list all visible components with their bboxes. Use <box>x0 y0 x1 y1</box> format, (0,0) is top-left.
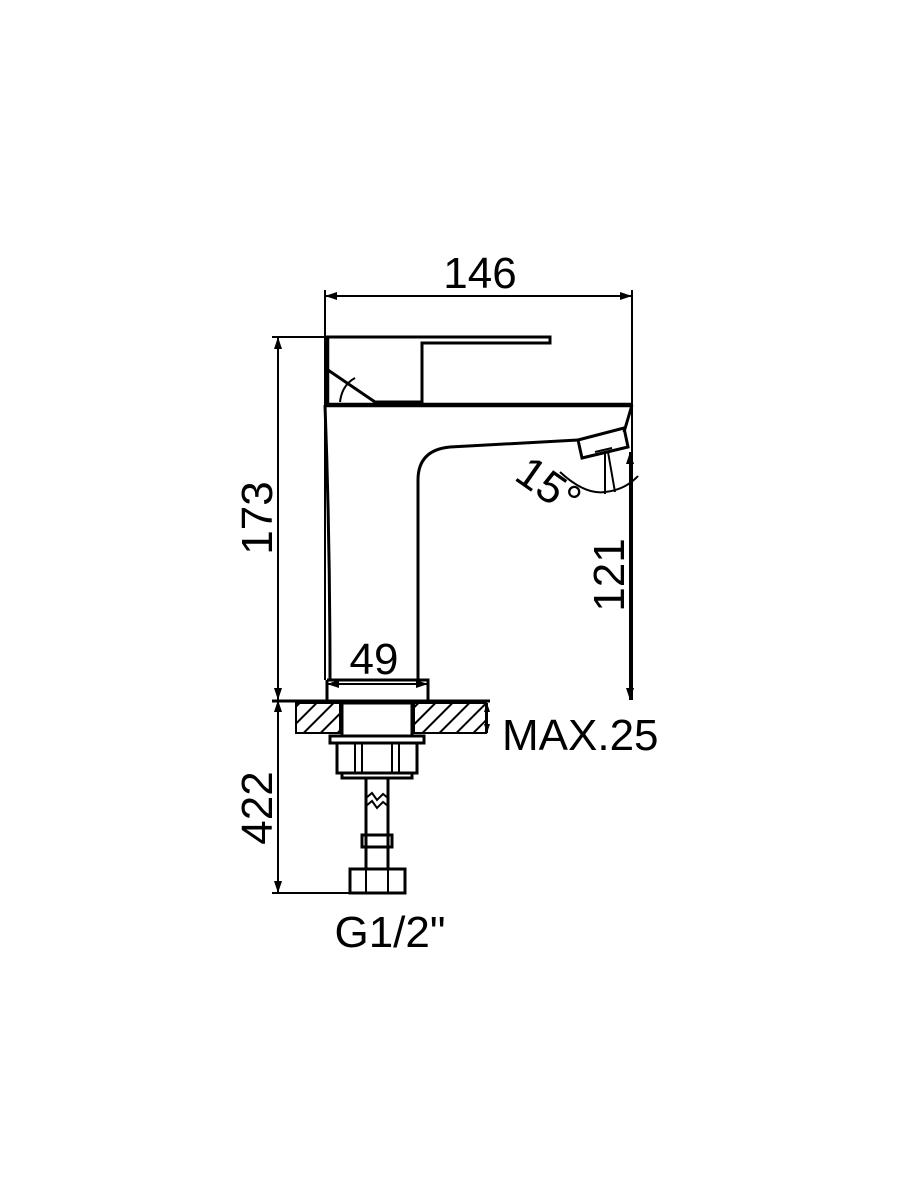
faucet-body <box>323 335 634 700</box>
dimension-spout-height <box>626 452 634 700</box>
dimension-hose-length-label: 422 <box>233 771 282 844</box>
mounting-nut-and-hose <box>328 734 426 895</box>
countertop-section <box>272 699 490 738</box>
dimension-height-label: 173 <box>233 481 282 554</box>
max-thickness-label: MAX.25 <box>502 711 659 760</box>
dimension-base <box>327 680 428 688</box>
thread-size-label: G1/2" <box>334 908 445 957</box>
dimension-hose-length <box>272 700 350 894</box>
dimension-base-label: 49 <box>350 635 399 684</box>
dimension-length-label: 146 <box>443 249 516 298</box>
dimension-spout-height-label: 121 <box>585 538 634 611</box>
dimension-angle-label: 15° <box>507 447 590 525</box>
dimension-height <box>272 336 325 700</box>
